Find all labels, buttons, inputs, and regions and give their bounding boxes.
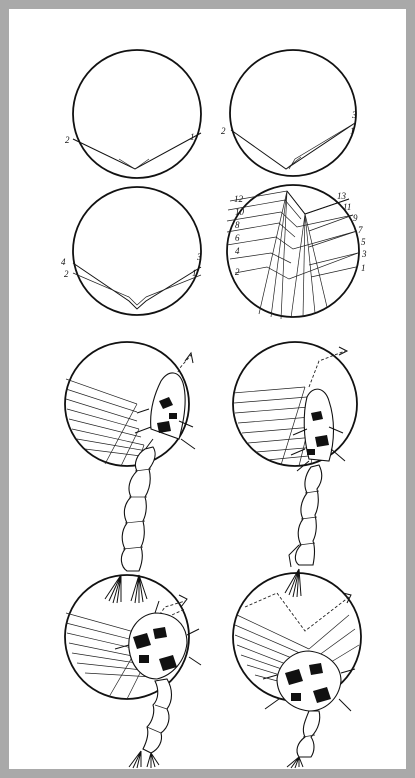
panel-2-circle [230,50,356,176]
panel-4-label-7: 7 [358,225,363,235]
panel-4-label-8: 8 [235,220,240,230]
panel-8-tail-fans [287,757,303,768]
panel-4-label-3: 3 [361,249,367,259]
panel-7 [65,575,201,768]
panel-4-label-4: 4 [235,246,240,256]
panel-4-label-12: 12 [234,194,244,204]
panel-1-label-2: 2 [65,135,70,145]
panel-6-larva-abdomen [295,465,321,565]
panel-8-dashed-line [245,593,349,631]
panel-4-label-10: 10 [235,207,245,217]
panel-3-label-1: 1 [192,268,197,278]
panel-3-inner-lines [73,273,201,305]
panel-4-label-2: 2 [235,267,240,277]
panel-6-larva-head [291,389,345,471]
panel-8-larva-head [263,651,355,711]
panel-6-dashed-line [309,351,345,387]
panel-3-label-2: 2 [64,269,69,279]
figure-canvas: 2 1 2 3 1 4 2 3 1 [9,9,406,769]
panel-5-fan-lines [66,379,149,466]
panel-4-circle [227,185,359,317]
panel-6-arrow [339,347,347,355]
panel-3: 4 2 3 1 [61,187,202,315]
panel-2-label-3: 3 [351,110,357,120]
panel-3-circle [73,187,201,315]
panel-8-larva-abdomen [297,711,320,757]
panel-4-label-11: 11 [343,202,351,212]
panel-5 [65,342,195,603]
panel-7-tail-fans [129,751,159,768]
panel-1: 2 1 [65,50,201,178]
panel-4-label-6: 6 [235,233,240,243]
panel-5-arrow [185,353,193,363]
panel-5-tail-fans [105,575,147,603]
panel-4-label-9: 9 [353,213,358,223]
panel-1-circle [73,50,201,178]
panel-1-label-1: 1 [190,132,195,142]
panel-6 [233,342,357,597]
panel-2: 2 3 1 [221,50,357,176]
panel-7-larva-abdomen [143,679,172,753]
figure-frame: 2 1 2 3 1 4 2 3 1 [9,9,406,769]
panel-4-label-1: 1 [361,263,366,273]
panel-3-label-3: 3 [196,252,202,262]
panel-2-label-2: 2 [221,126,226,136]
panel-3-label-4: 4 [61,257,66,267]
panel-6-circle [233,342,357,466]
panel-8 [233,573,361,768]
panel-4: 12 10 8 6 4 2 13 11 9 7 5 3 1 [227,185,367,319]
panel-4-label-13: 13 [337,191,347,201]
panel-2-label-1: 1 [350,126,355,136]
panel-4-label-5: 5 [361,237,366,247]
panel-3-fold-lines [73,263,201,309]
panel-1-fold-lines [73,133,201,169]
